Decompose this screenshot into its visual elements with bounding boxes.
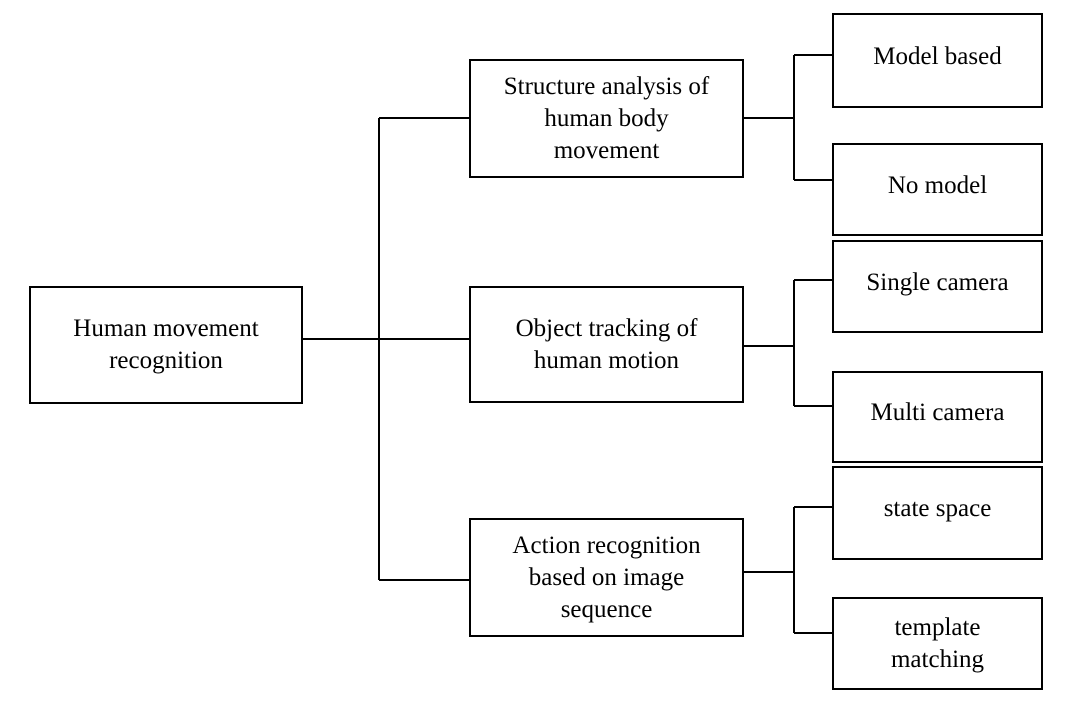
category-node-line: Object tracking of [515, 314, 698, 342]
leaf-node-line: No model [887, 171, 988, 199]
leaf-node-multi-camera: Multi camera [832, 371, 1043, 463]
leaf-node-model-based: Model based [832, 13, 1043, 108]
root-node-human-movement-recognition: Human movement recognition [29, 286, 303, 404]
leaf-node-single-camera: Single camera [832, 240, 1043, 333]
category-node-line: human motion [533, 346, 680, 374]
leaf-node-no-model: No model [832, 143, 1043, 236]
leaf-node-line: Multi camera [870, 399, 1005, 426]
leaf-node-line: matching [890, 645, 985, 673]
category-node-line: Structure analysis of [503, 72, 710, 100]
leaf-node-line: state space [883, 495, 992, 522]
root-node-line: recognition [109, 347, 223, 374]
category-node-structure-analysis: Structure analysis of human body movemen… [469, 59, 744, 178]
category-node-line: movement [553, 136, 660, 164]
category-node-line: Action recognition [512, 531, 701, 559]
leaf-node-line: Single camera [866, 268, 1009, 296]
category-node-line: sequence [560, 595, 653, 623]
leaf-node-state-space: state space [832, 466, 1043, 560]
category-node-object-tracking: Object tracking of human motion [469, 286, 744, 403]
leaf-node-line: Model based [873, 42, 1002, 70]
category-node-action-recognition: Action recognition based on image sequen… [469, 518, 744, 637]
category-node-line: based on image [528, 563, 685, 591]
leaf-node-line: template [894, 613, 981, 641]
root-node-line: Human movement [73, 315, 259, 342]
category-node-line: human body [544, 104, 669, 132]
leaf-node-template-matching: template matching [832, 597, 1043, 690]
